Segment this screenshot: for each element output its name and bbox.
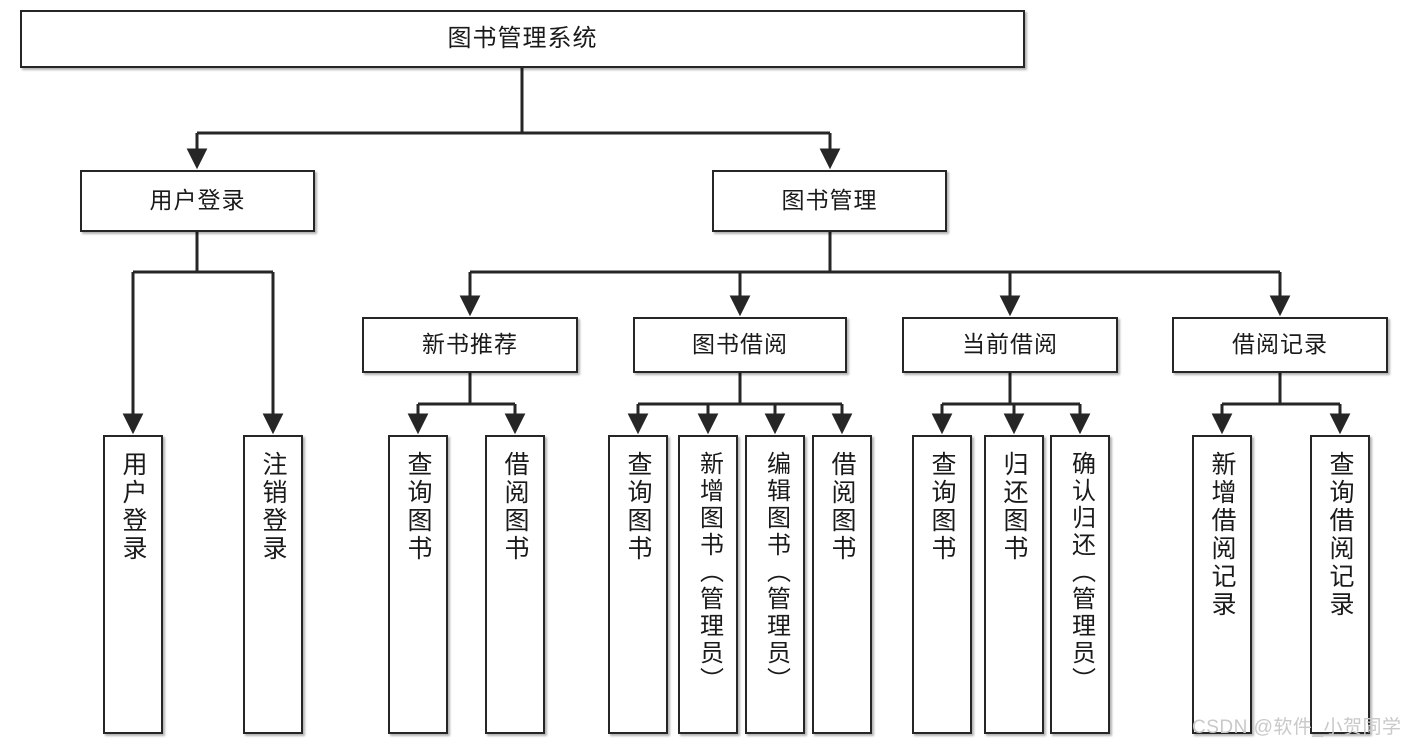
csdn-watermark: CSDN @软件_小贺同学 <box>1192 717 1402 738</box>
node-leaf-query-record-label: 查询借阅记录 <box>1326 451 1354 619</box>
node-current-borrow-label: 当前借阅 <box>962 331 1058 358</box>
node-leaf-add-book[interactable]: 新增图书（管理员） <box>678 435 738 734</box>
node-new-book-rec-label: 新书推荐 <box>422 331 518 358</box>
node-root-label: 图书管理系统 <box>447 24 598 52</box>
node-leaf-user-login[interactable]: 用户登录 <box>103 435 163 734</box>
node-borrow-record[interactable]: 借阅记录 <box>1172 317 1388 373</box>
node-leaf-add-record-label: 新增借阅记录 <box>1208 451 1236 619</box>
node-leaf-confirm-return-label: 确认归还（管理员） <box>1067 451 1095 694</box>
node-leaf-return-book-label: 归还图书 <box>1000 451 1028 563</box>
node-book-manage[interactable]: 图书管理 <box>712 170 947 232</box>
node-leaf-query-book-1[interactable]: 查询图书 <box>388 435 448 734</box>
node-book-manage-label: 图书管理 <box>781 187 878 214</box>
node-leaf-confirm-return[interactable]: 确认归还（管理员） <box>1050 435 1110 734</box>
node-leaf-query-book-3-label: 查询图书 <box>928 451 956 563</box>
node-user-login[interactable]: 用户登录 <box>80 170 315 232</box>
node-user-login-label: 用户登录 <box>149 187 246 214</box>
node-root[interactable]: 图书管理系统 <box>20 10 1025 68</box>
node-book-borrow-label: 图书借阅 <box>692 331 788 358</box>
node-leaf-query-book-1-label: 查询图书 <box>404 451 432 563</box>
node-leaf-return-book[interactable]: 归还图书 <box>984 435 1044 734</box>
node-leaf-query-book-3[interactable]: 查询图书 <box>912 435 972 734</box>
node-leaf-add-book-label: 新增图书（管理员） <box>695 451 723 694</box>
node-leaf-borrow-book-1-label: 借阅图书 <box>501 451 529 563</box>
node-leaf-borrow-book-1[interactable]: 借阅图书 <box>485 435 545 734</box>
node-leaf-edit-book[interactable]: 编辑图书（管理员） <box>745 435 805 734</box>
node-leaf-add-record[interactable]: 新增借阅记录 <box>1192 435 1252 734</box>
node-new-book-rec[interactable]: 新书推荐 <box>362 317 578 373</box>
node-leaf-borrow-book-2[interactable]: 借阅图书 <box>812 435 872 734</box>
node-book-borrow[interactable]: 图书借阅 <box>633 317 847 373</box>
node-leaf-query-book-2[interactable]: 查询图书 <box>608 435 668 734</box>
node-leaf-query-book-2-label: 查询图书 <box>624 451 652 563</box>
node-current-borrow[interactable]: 当前借阅 <box>902 317 1118 373</box>
node-leaf-user-login-label: 用户登录 <box>119 451 147 563</box>
node-leaf-query-record[interactable]: 查询借阅记录 <box>1310 435 1370 734</box>
node-borrow-record-label: 借阅记录 <box>1232 331 1328 358</box>
node-leaf-edit-book-label: 编辑图书（管理员） <box>762 451 790 694</box>
node-leaf-borrow-book-2-label: 借阅图书 <box>828 451 856 563</box>
node-leaf-user-logout-label: 注销登录 <box>259 451 287 563</box>
node-leaf-user-logout[interactable]: 注销登录 <box>243 435 303 734</box>
